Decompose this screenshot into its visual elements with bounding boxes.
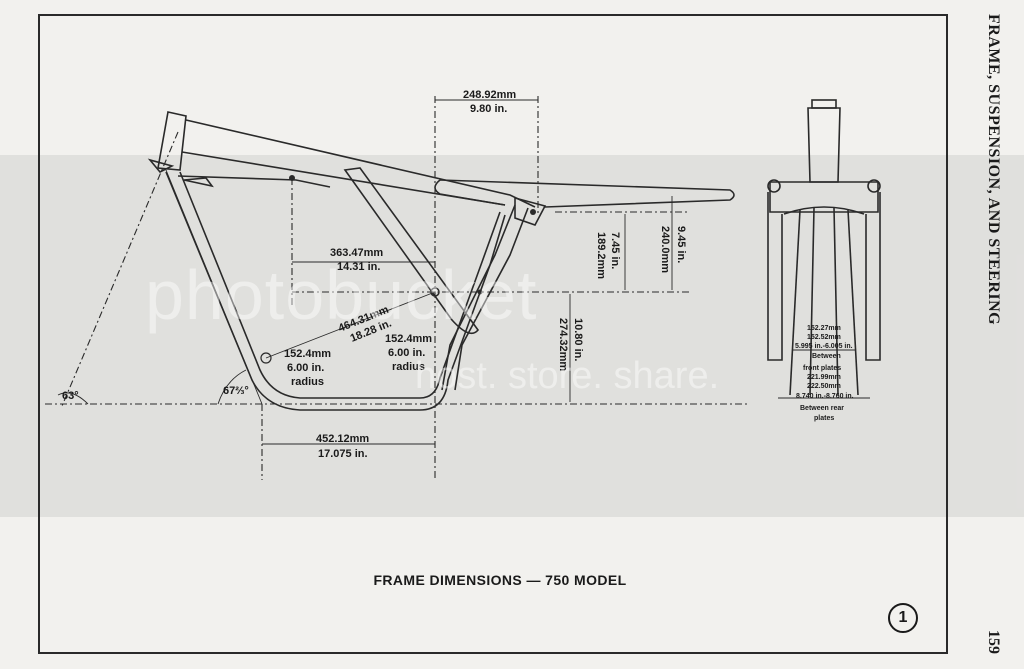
label-1080-in: 10.80 in. (572, 318, 584, 361)
fork-view (767, 99, 881, 399)
fork-label-9: Between rear (800, 405, 844, 412)
dimension-lines (45, 96, 748, 480)
fork-label-6: 221.99mm (807, 374, 841, 381)
gusset (183, 177, 214, 188)
top-tube-upper (185, 119, 536, 208)
dimension-labels: 248.92mm 9.80 in. 363.47mm 14.31 in. 464… (62, 89, 687, 460)
fork-labels: 152.27mm 152.52mm 5.995 in.-6.005 in. Be… (795, 325, 854, 422)
label-radius-front-word: radius (291, 376, 324, 388)
down-tube-inner (179, 171, 501, 399)
fork-label-8: 8.740 in.-8.760 in. (796, 393, 854, 400)
chapter-title: FRAME, SUSPENSION, AND STEERING (985, 14, 1002, 326)
front-rail (177, 175, 331, 188)
label-radius-front-in: 6.00 in. (287, 362, 324, 374)
label-base-in: 17.075 in. (318, 448, 368, 460)
fork-label-2: 152.52mm (807, 334, 841, 341)
fork-label-1: 152.27mm (807, 325, 841, 332)
fork-cap-left (767, 179, 781, 193)
label-top-width-mm: 248.92mm (463, 89, 516, 101)
headstock (157, 111, 187, 171)
label-radius-rear-mm: 152.4mm (385, 333, 432, 345)
label-top-width-in: 9.80 in. (470, 103, 507, 115)
seat-rail-bend (434, 179, 506, 206)
fork-label-7: 222.50mm (807, 383, 841, 390)
figure-border (38, 14, 948, 654)
fork-label-4: Between (812, 353, 841, 360)
figure-number-badge: 1 (888, 603, 918, 633)
frame-outline (147, 111, 735, 411)
seat-tube-outer (441, 204, 516, 391)
fork-cap-right (867, 179, 881, 193)
figure-caption: FRAME DIMENSIONS — 750 MODEL (373, 572, 627, 588)
top-yoke (769, 181, 879, 213)
label-radius-front-mm: 152.4mm (284, 348, 331, 360)
label-363-mm: 363.47mm (330, 247, 383, 259)
fork-label-10: plates (814, 415, 834, 422)
label-angle-67: 67⅔° (223, 385, 249, 397)
label-radius-rear-in: 6.00 in. (388, 347, 425, 359)
pivot-bolt (530, 209, 536, 215)
mount-point-rear (477, 289, 483, 295)
label-945-mm: 240.0mm (659, 226, 671, 273)
label-radius-rear-word: radius (392, 361, 425, 373)
steering-stem-cap (811, 99, 837, 109)
diagonal-brace (343, 167, 480, 335)
down-tube-outer (165, 171, 506, 411)
pivot-plate (514, 196, 547, 226)
label-745-in: 7.45 in. (609, 232, 621, 269)
label-745-mm: 189.2mm (595, 232, 607, 279)
steering-stem (807, 107, 841, 183)
lower-yoke-arc (783, 206, 865, 215)
headstock-lug (147, 158, 175, 173)
fork-label-5: front plates (803, 365, 841, 372)
fork-label-3: 5.995 in.-6.005 in. (795, 343, 853, 350)
label-945-in: 9.45 in. (675, 226, 687, 263)
page-number: 159 (985, 630, 1002, 654)
seat-tube-inner (454, 207, 529, 391)
fork-leg-right (865, 192, 881, 361)
mount-point-lower (260, 352, 272, 364)
label-363-in: 14.31 in. (337, 261, 380, 273)
label-angle-63: 63° (62, 390, 79, 402)
watermark-band (0, 155, 1024, 517)
seat-rail (439, 179, 735, 208)
label-1080-mm: 274.32mm (557, 318, 569, 371)
fork-leg-left (767, 192, 783, 361)
label-base-mm: 452.12mm (316, 433, 369, 445)
